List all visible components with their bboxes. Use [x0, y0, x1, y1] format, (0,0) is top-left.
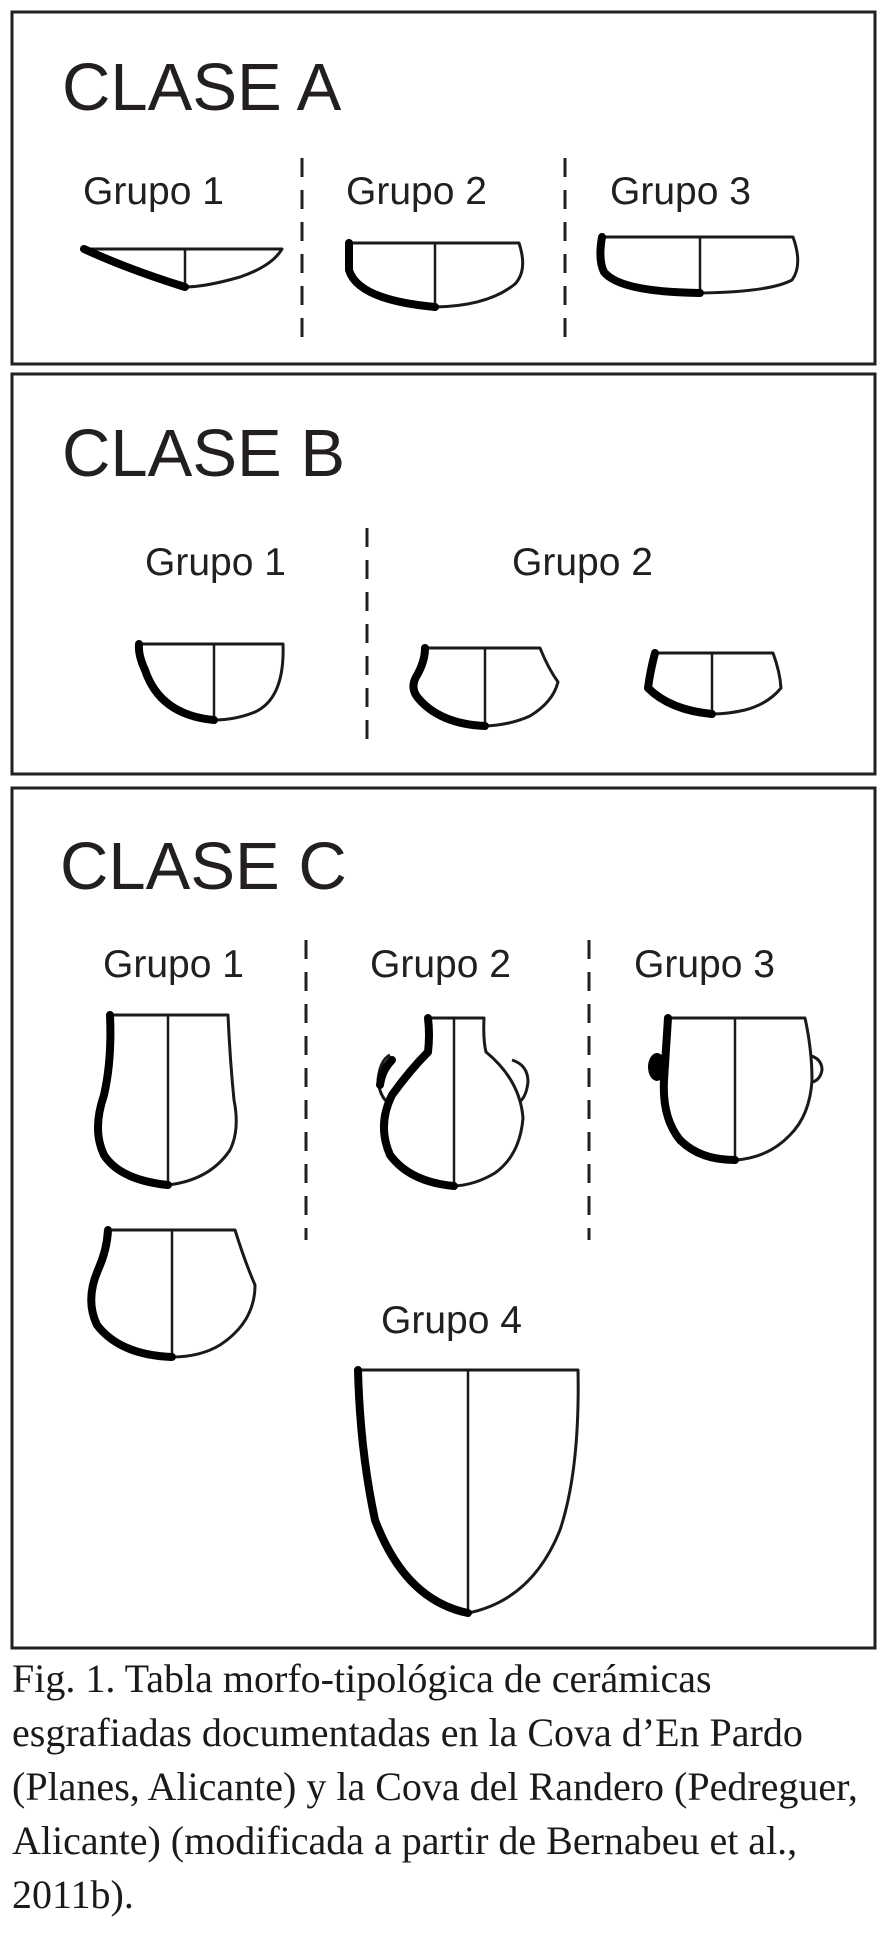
vessel-b-1 — [134, 640, 285, 724]
vessel-a-2 — [345, 239, 525, 311]
class-c-group-4-label: Grupo 4 — [381, 1299, 522, 1342]
vessel-b-2b — [644, 649, 783, 718]
vessel-c-4 — [354, 1366, 580, 1617]
vessel-c-2 — [376, 1014, 530, 1190]
vessel-a-3 — [596, 233, 800, 297]
vessel-a-1 — [80, 245, 284, 291]
panel-class-b: CLASE B Grupo 1 Grupo 2 — [10, 372, 877, 776]
vessel-c-1b — [87, 1226, 257, 1361]
vessel-b-2a — [409, 644, 560, 730]
class-c-title: CLASE C — [60, 829, 347, 904]
class-c-group-3-label: Grupo 3 — [634, 943, 775, 986]
class-a-group-3-label: Grupo 3 — [610, 170, 751, 213]
typology-figure: CLASE A Grupo 1 Grupo 2 Grupo 3 CLASE B … — [10, 10, 877, 1650]
class-c-group-2-label: Grupo 2 — [370, 943, 511, 986]
class-b-group-2-label: Grupo 2 — [512, 541, 653, 584]
vessel-c-3 — [648, 1014, 824, 1164]
class-a-group-1-label: Grupo 1 — [83, 170, 224, 213]
vessel-c-1a — [94, 1011, 238, 1189]
class-b-group-1-label: Grupo 1 — [145, 541, 286, 584]
class-a-group-2-label: Grupo 2 — [346, 170, 487, 213]
panel-class-a: CLASE A Grupo 1 Grupo 2 Grupo 3 — [10, 10, 877, 366]
panel-class-c: CLASE C Grupo 1 Grupo 2 Grupo 3 Grupo 4 — [10, 786, 877, 1650]
class-a-title: CLASE A — [62, 50, 342, 125]
figure-caption: Fig. 1. Tabla morfo-tipológica de cerámi… — [12, 1656, 858, 1917]
class-b-title: CLASE B — [62, 416, 345, 491]
class-c-group-1-label: Grupo 1 — [103, 943, 244, 986]
